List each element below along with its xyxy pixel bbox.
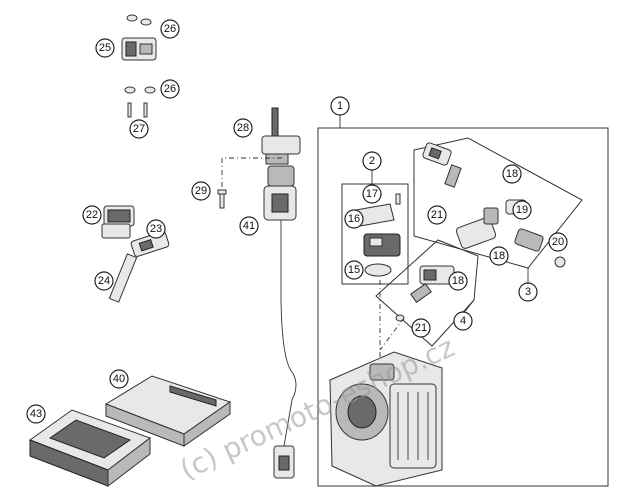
- callout-27: 27: [129, 119, 149, 139]
- callout-17: 17: [362, 184, 382, 204]
- svg-text:20: 20: [552, 236, 564, 248]
- svg-text:28: 28: [237, 122, 249, 134]
- fuel-rail-part: [455, 207, 499, 249]
- svg-text:24: 24: [98, 275, 110, 287]
- coil-cap-22-part: [101, 205, 135, 239]
- callout-18-c: 18: [448, 271, 468, 291]
- injector-lower-frame: [375, 239, 479, 347]
- harness-end-connector: [273, 445, 295, 479]
- callout-29: 29: [191, 181, 211, 201]
- callout-23: 23: [146, 219, 166, 239]
- callout-21-a: 21: [427, 205, 447, 225]
- connector-41-part: [263, 165, 297, 221]
- injector-upper-part: [422, 142, 462, 188]
- callout-1: 1: [330, 96, 350, 116]
- screws-27: [127, 102, 148, 118]
- screw-17-part: [395, 193, 401, 205]
- callout-25: 25: [95, 38, 115, 58]
- svg-text:41: 41: [243, 220, 255, 232]
- svg-text:26: 26: [164, 23, 176, 35]
- svg-text:40: 40: [113, 373, 125, 385]
- svg-text:21: 21: [415, 322, 427, 334]
- svg-text:3: 3: [525, 286, 531, 298]
- ecu-40-part: [104, 375, 232, 447]
- injector-lower-part: [395, 265, 455, 322]
- svg-text:43: 43: [30, 408, 42, 420]
- callout-4: 4: [453, 311, 473, 331]
- callout-16: 16: [344, 209, 364, 229]
- svg-text:18: 18: [506, 168, 518, 180]
- svg-text:18: 18: [452, 275, 464, 287]
- svg-text:21: 21: [431, 209, 443, 221]
- throttle-body-part: [329, 351, 443, 487]
- svg-text:18: 18: [493, 250, 505, 262]
- callout-19: 19: [512, 200, 532, 220]
- callout-15: 15: [344, 260, 364, 280]
- callout-2: 2: [362, 151, 382, 171]
- callout-22: 22: [82, 205, 102, 225]
- callout-18-b: 18: [489, 246, 509, 266]
- bracket-43-part: [28, 409, 152, 488]
- sensor-15-part: [363, 233, 401, 277]
- throttle-body-group-frame: [317, 127, 609, 487]
- svg-text:4: 4: [460, 315, 466, 327]
- svg-text:23: 23: [150, 223, 162, 235]
- callout-26-upper: 26: [160, 19, 180, 39]
- svg-text:1: 1: [337, 100, 343, 112]
- callout-18-a: 18: [502, 164, 522, 184]
- svg-text:25: 25: [99, 42, 111, 54]
- screw-29-part: [217, 189, 227, 209]
- callout-24: 24: [94, 271, 114, 291]
- svg-text:2: 2: [369, 155, 375, 167]
- callout-20: 20: [548, 232, 568, 252]
- washers-26-upper: [126, 14, 152, 26]
- callout-28: 28: [233, 118, 253, 138]
- spark-plug-lead-24: [108, 253, 138, 303]
- callout-41: 41: [239, 216, 259, 236]
- callout-43: 43: [26, 404, 46, 424]
- callout-3: 3: [518, 282, 538, 302]
- svg-text:27: 27: [133, 123, 145, 135]
- svg-text:17: 17: [366, 188, 378, 200]
- svg-text:16: 16: [348, 213, 360, 225]
- sensor-group-frame: [341, 183, 409, 285]
- sensor-28-part: [261, 107, 301, 165]
- svg-text:19: 19: [516, 204, 528, 216]
- callout-21-b: 21: [411, 318, 431, 338]
- callout-26-lower: 26: [160, 79, 180, 99]
- washers-26-lower: [124, 86, 156, 94]
- svg-text:15: 15: [348, 264, 360, 276]
- svg-text:22: 22: [86, 209, 98, 221]
- callout-40: 40: [109, 369, 129, 389]
- connector-25-part: [121, 37, 157, 61]
- svg-text:26: 26: [164, 83, 176, 95]
- svg-text:29: 29: [195, 185, 207, 197]
